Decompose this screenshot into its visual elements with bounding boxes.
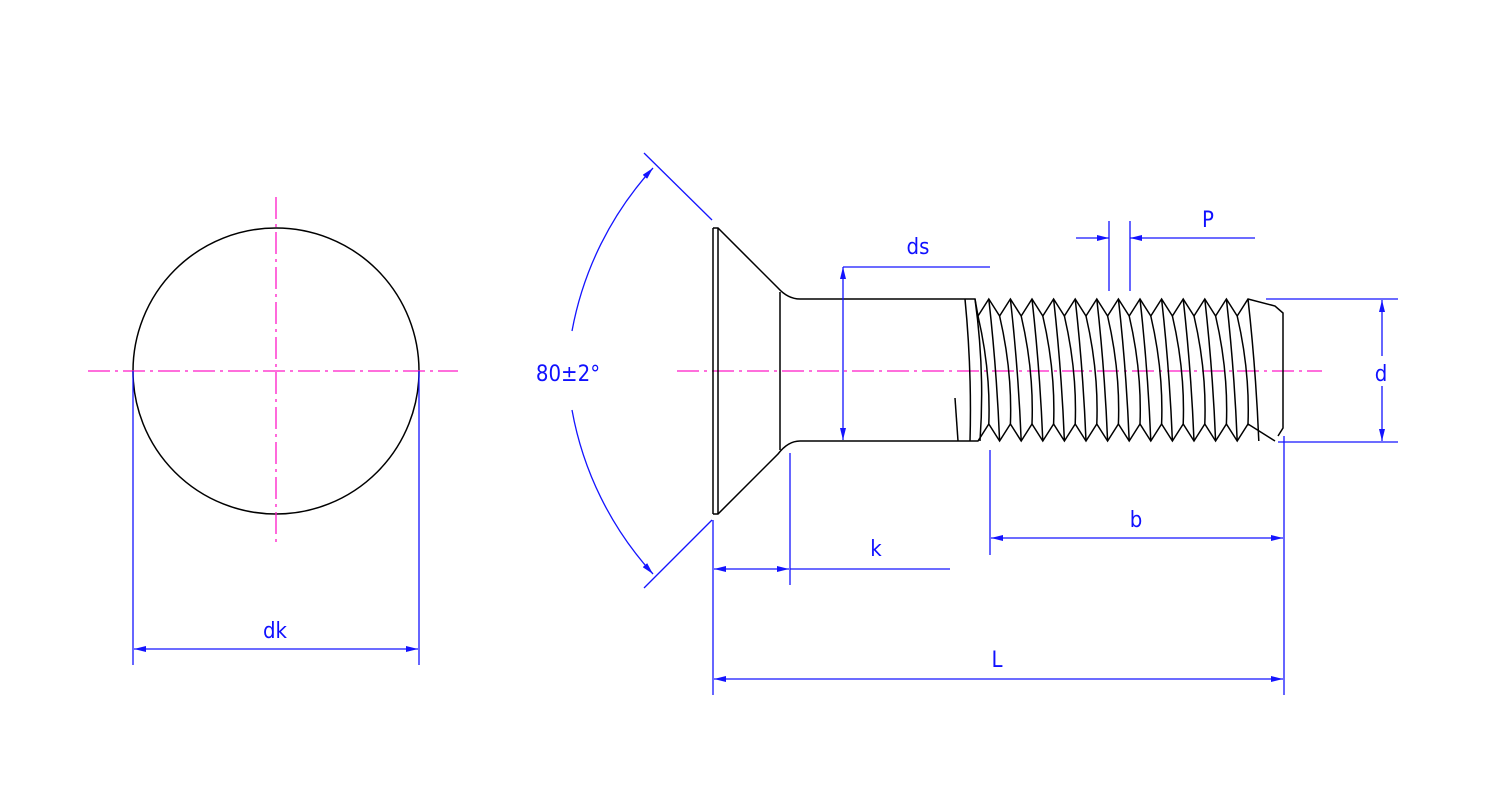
thread-root [1042, 315, 1055, 425]
screw-side-view: 80±2° ds k P d b L [536, 152, 1398, 695]
l-label: L [991, 648, 1002, 673]
thread-start [964, 298, 972, 442]
thread-flank [1052, 298, 1066, 442]
b-label: b [1130, 508, 1143, 533]
thread-root [1063, 315, 1077, 425]
thread-flank [1247, 298, 1260, 442]
thread-bottom-profile [965, 422, 1276, 443]
thread-root [1106, 315, 1120, 425]
thread-flank [1139, 298, 1152, 442]
thread-flank [1031, 298, 1044, 442]
thread-top-profile [965, 297, 1284, 437]
thread-root [1085, 315, 1098, 425]
head-bottom-edge [713, 440, 965, 515]
thread-root [998, 315, 1012, 425]
thread-flank [1225, 298, 1238, 442]
thread-root [1214, 315, 1228, 425]
thread-root [1128, 315, 1141, 425]
thread-flank [1204, 298, 1217, 442]
thread-flank [1074, 298, 1087, 442]
thread [964, 297, 1284, 443]
ds-label: ds [907, 235, 930, 260]
thread-flank [1009, 298, 1022, 442]
thread-root [1150, 315, 1163, 425]
thread-flank [1160, 298, 1174, 442]
angle-label: 80±2° [536, 362, 600, 387]
thread-start [974, 298, 983, 442]
thread-flank [1096, 298, 1109, 442]
thread-runout [954, 397, 959, 442]
angle-arc-bottom [571, 409, 654, 575]
angle-arc-top [571, 167, 654, 332]
p-label: P [1202, 208, 1214, 233]
head-top-edge [713, 227, 965, 300]
thread-root [1193, 315, 1206, 425]
dk-label: dk [263, 619, 288, 644]
thread-flank [988, 298, 1001, 442]
k-label: k [870, 537, 882, 562]
thread-root [1171, 315, 1185, 425]
thread-flank [1182, 298, 1195, 442]
thread-root [1020, 315, 1033, 425]
d-label: d [1375, 362, 1388, 387]
head-top-view: dk [88, 197, 458, 665]
thread-flank [1117, 298, 1130, 442]
thread-root [1236, 315, 1249, 425]
thread-root [977, 315, 990, 425]
